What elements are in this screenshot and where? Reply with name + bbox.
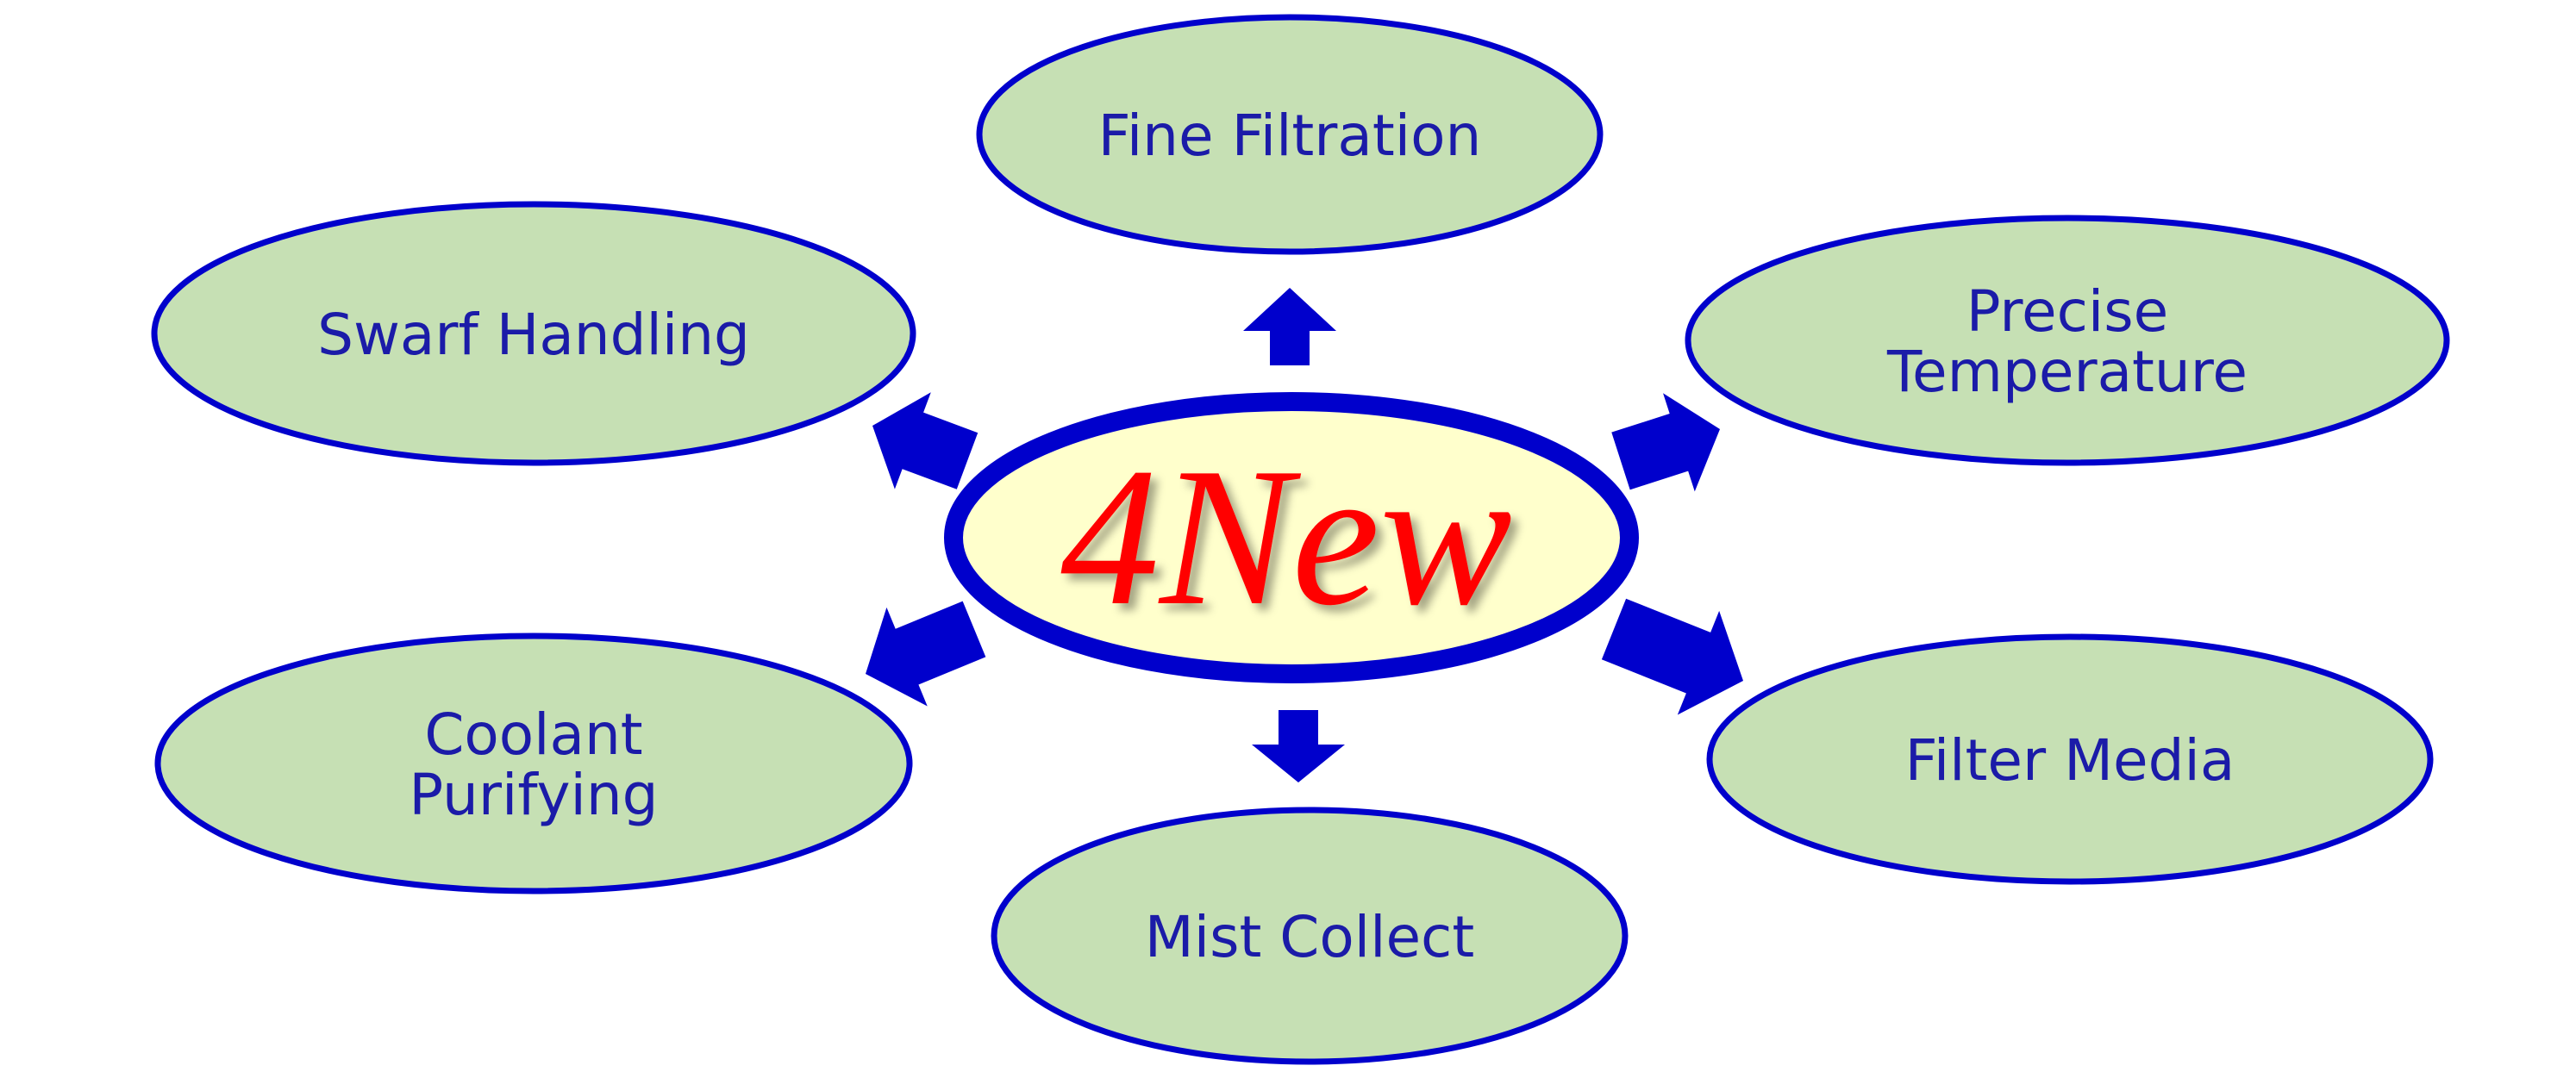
node-label: Filter Media [1905, 727, 2235, 794]
center-label: 4New [1060, 427, 1512, 646]
node-ellipse [976, 14, 1604, 255]
node-label: Coolant [424, 701, 642, 768]
node-ellipse [1706, 633, 2434, 885]
arrow-lower-right-icon [1601, 598, 1744, 715]
node-ellipse [1685, 215, 2450, 466]
node-ellipse [991, 807, 1629, 1065]
node-label: Precise [1966, 278, 2169, 345]
node-label: Mist Collect [1145, 904, 1474, 970]
node-label: Fine Filtration [1098, 103, 1482, 169]
node-swarf-handling: Swarf Handling [151, 201, 916, 466]
center-node: 4New [944, 392, 1639, 683]
arrow-lower-left-icon [865, 601, 986, 707]
node-fine-filtration: Fine Filtration [976, 14, 1604, 255]
arrow-down-icon [1252, 710, 1345, 782]
node-label: Swarf Handling [317, 302, 750, 368]
node-label: Temperature [1886, 339, 2248, 405]
arrow-upper-right-icon [1611, 393, 1720, 492]
node-label: Purifying [409, 762, 658, 828]
node-mist-collect: Mist Collect [991, 807, 1629, 1065]
node-ellipse [151, 201, 916, 466]
arrow-upper-left-icon [872, 392, 979, 489]
arrow-up-icon [1243, 288, 1336, 365]
node-filter-media: Filter Media [1706, 633, 2434, 885]
node-ellipse [154, 633, 913, 894]
